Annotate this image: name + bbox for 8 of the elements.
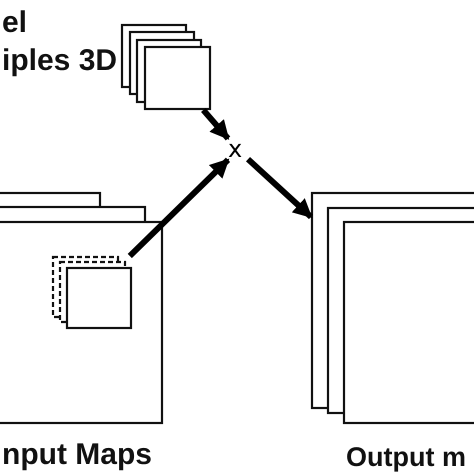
label: el — [2, 6, 28, 40]
label: Output m — [346, 441, 466, 474]
label: iples 3D — [2, 44, 118, 78]
label: nput Maps — [2, 438, 152, 472]
arrow — [201, 108, 230, 140]
arrow — [128, 158, 230, 258]
arrow — [246, 156, 314, 220]
operator-symbol: x — [228, 136, 242, 162]
